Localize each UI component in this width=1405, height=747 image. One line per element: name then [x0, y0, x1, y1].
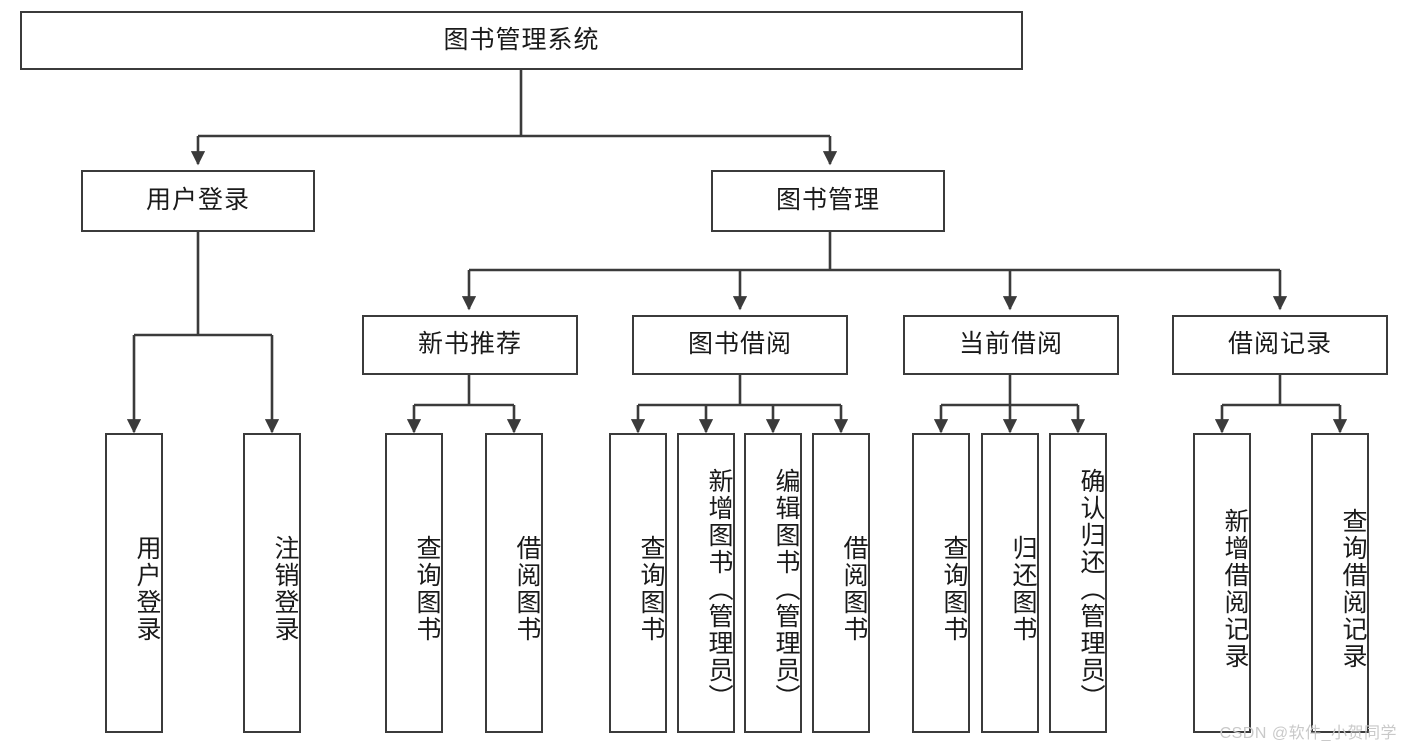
node-label: 查询图书 [413, 535, 441, 643]
leaf-current-borrow-query[interactable]: 查询图书 [912, 433, 970, 733]
leaf-current-borrow-confirm-admin[interactable]: 确认归还（管理员） [1049, 433, 1107, 733]
leaf-user-login-logout[interactable]: 注销登录 [243, 433, 301, 733]
node-label: 查询图书 [940, 535, 968, 643]
node-label: 新增图书（管理员） [705, 467, 733, 711]
node-new-book-recommend[interactable]: 新书推荐 [362, 315, 578, 375]
leaf-book-borrow-borrow[interactable]: 借阅图书 [812, 433, 870, 733]
node-label: 当前借阅 [958, 330, 1063, 359]
leaf-current-borrow-return[interactable]: 归还图书 [981, 433, 1039, 733]
node-label: 图书管理 [775, 186, 880, 215]
node-borrow-record[interactable]: 借阅记录 [1172, 315, 1388, 375]
node-current-borrow[interactable]: 当前借阅 [903, 315, 1119, 375]
leaf-new-book-borrow[interactable]: 借阅图书 [485, 433, 543, 733]
node-label: 用户登录 [133, 535, 161, 643]
csdn-watermark: CSDN @软件_小贺同学 [1219, 725, 1397, 742]
leaf-book-borrow-edit-admin[interactable]: 编辑图书（管理员） [744, 433, 802, 733]
node-label: 图书管理系统 [443, 25, 600, 54]
leaf-new-book-query[interactable]: 查询图书 [385, 433, 443, 733]
node-label: 注销登录 [271, 535, 299, 643]
node-label: 归还图书 [1009, 535, 1037, 643]
node-label: 借阅图书 [513, 535, 541, 643]
leaf-borrow-record-add[interactable]: 新增借阅记录 [1193, 433, 1251, 733]
leaf-borrow-record-query[interactable]: 查询借阅记录 [1311, 433, 1369, 733]
node-label: 借阅图书 [840, 535, 868, 643]
node-label: 查询图书 [637, 535, 665, 643]
node-label: 确认归还（管理员） [1077, 467, 1105, 711]
node-book-management[interactable]: 图书管理 [711, 170, 945, 232]
node-label: 查询借阅记录 [1339, 508, 1367, 670]
node-book-borrow[interactable]: 图书借阅 [632, 315, 848, 375]
leaf-book-borrow-add-admin[interactable]: 新增图书（管理员） [677, 433, 735, 733]
node-label: 编辑图书（管理员） [772, 467, 800, 711]
node-label: 借阅记录 [1227, 330, 1332, 359]
node-label: 图书借阅 [687, 330, 792, 359]
node-label: 用户登录 [145, 186, 250, 215]
leaf-user-login-login[interactable]: 用户登录 [105, 433, 163, 733]
node-label: 新书推荐 [417, 330, 522, 359]
node-user-login[interactable]: 用户登录 [81, 170, 315, 232]
leaf-book-borrow-query[interactable]: 查询图书 [609, 433, 667, 733]
node-root-book-management-system[interactable]: 图书管理系统 [20, 11, 1023, 70]
node-label: 新增借阅记录 [1221, 508, 1249, 670]
